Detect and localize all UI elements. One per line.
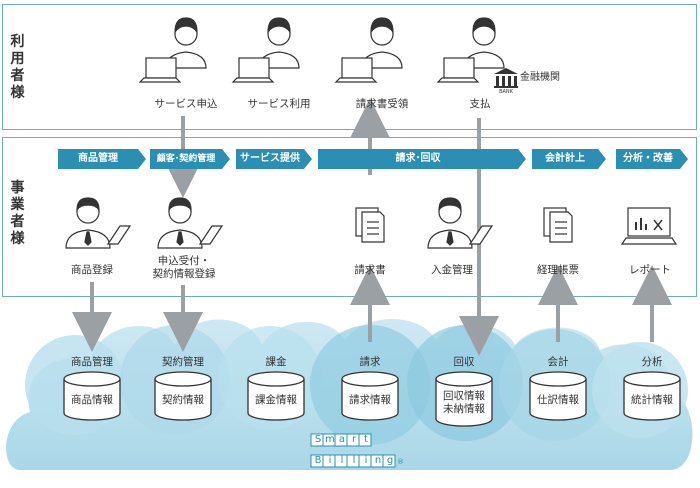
- item-report: レポート: [629, 264, 671, 276]
- step-invoice-received: 請求書受領: [355, 98, 409, 110]
- cloud-category-contract: 契約管理: [162, 356, 204, 368]
- cloud-category-accounting: 会計: [547, 356, 569, 368]
- phase-product-management: 商品管理: [58, 149, 146, 169]
- phase-service-delivery: サービス提供: [236, 149, 312, 169]
- phase-customer-contract: 顧客･契約管理: [150, 149, 230, 169]
- logo-registered-mark: ®: [397, 458, 404, 466]
- item-payment-management: 入金管理: [431, 264, 473, 276]
- cloud-category-charge: 課金: [265, 356, 287, 368]
- logo-letter: m: [325, 434, 335, 445]
- logo-letter: t: [364, 434, 368, 445]
- db-label-collection-info: 回収情報: [443, 390, 485, 402]
- users-section-frame: [2, 4, 697, 130]
- phase-chevron-shape: [318, 149, 526, 169]
- step-service-apply: サービス申込: [154, 98, 218, 110]
- cloud-category-billing: 請求: [359, 356, 381, 368]
- logo-letter: l: [352, 455, 356, 466]
- db-label-unpaid-info: 未納情報: [443, 403, 485, 415]
- db-label-statistics-info: 統計情報: [631, 394, 673, 406]
- logo-letter: l: [340, 455, 344, 466]
- db-label-contract-info: 契約情報: [162, 394, 204, 406]
- logo-letter: n: [374, 455, 382, 466]
- logo-letter: S: [314, 434, 322, 445]
- business-section-label: 事業者様: [10, 180, 26, 247]
- item-contract-registration: 契約情報登録: [152, 268, 216, 280]
- phase-chevron-shape: [150, 149, 230, 169]
- logo-letter: B: [314, 455, 322, 466]
- phase-label: 顧客･契約管理: [156, 154, 216, 164]
- phase-chevron-shape: [236, 149, 312, 169]
- logo-letter: g: [386, 455, 394, 466]
- item-application-receipt: 申込受付・: [157, 255, 211, 267]
- logo-letter: i: [328, 455, 332, 466]
- item-accounting-reports: 経理帳票: [537, 264, 579, 276]
- cloud-category-product: 商品管理: [71, 356, 113, 368]
- phase-chevron-shape: [616, 149, 688, 169]
- logo-letter: i: [364, 455, 368, 466]
- phase-chevron-shape: [532, 149, 606, 169]
- phase-analysis: 分析・改善: [616, 149, 688, 169]
- phase-accounting: 会計計上: [532, 149, 606, 169]
- phase-label: サービス提供: [240, 153, 300, 164]
- step-service-use: サービス利用: [247, 98, 311, 110]
- phase-label: 請求･回収: [395, 153, 441, 164]
- item-product-registration: 商品登録: [71, 264, 113, 276]
- db-label-invoice-info: 請求情報: [349, 394, 391, 406]
- step-payment: 支払: [469, 98, 491, 110]
- phase-label: 商品管理: [78, 153, 118, 164]
- item-invoice: 請求書: [354, 264, 386, 276]
- cloud-category-collection: 回収: [453, 356, 475, 368]
- cloud-category-analysis: 分析: [641, 356, 663, 368]
- bank-text: BANK: [499, 89, 513, 95]
- users-section-label: 利用者様: [10, 34, 26, 101]
- logo-letter: r: [351, 434, 357, 445]
- phase-billing-collection: 請求･回収: [318, 149, 526, 169]
- db-label-journal-info: 仕訳情報: [537, 394, 579, 406]
- db-label-charge-info: 課金情報: [255, 394, 297, 406]
- phase-chevron-shape: [58, 149, 146, 169]
- phase-label: 会計計上: [545, 153, 585, 164]
- phase-label: 分析・改善: [623, 153, 673, 164]
- db-label-product-info: 商品情報: [71, 394, 113, 406]
- logo-letter: a: [338, 434, 346, 445]
- bank-label: 金融機関: [520, 72, 560, 83]
